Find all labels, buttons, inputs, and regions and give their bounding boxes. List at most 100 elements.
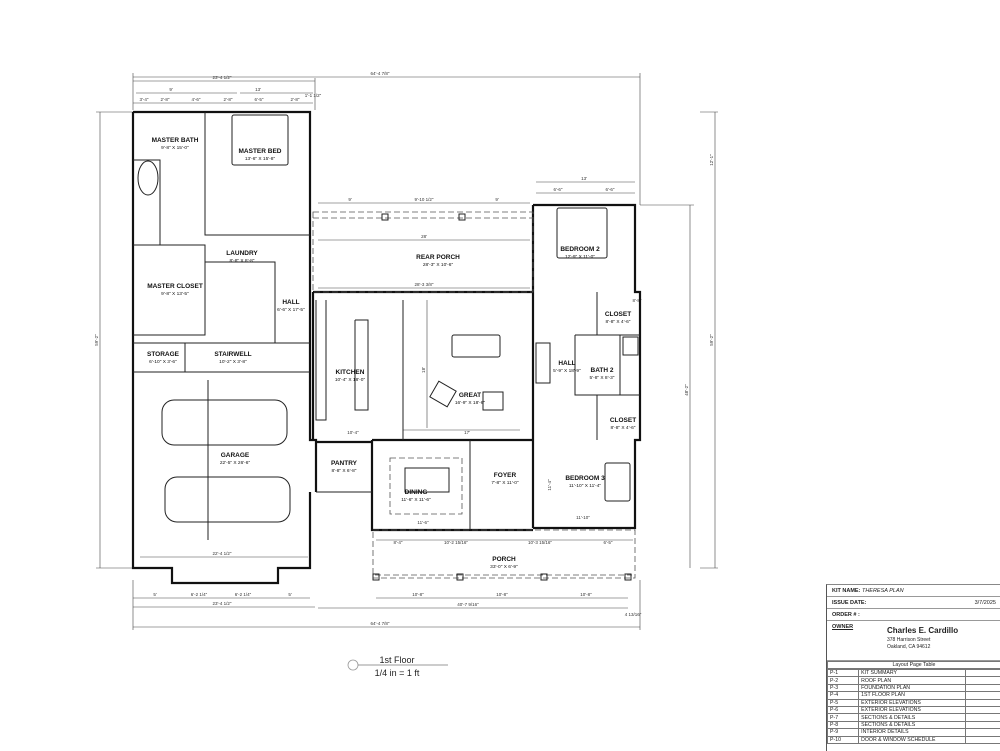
- room-size: 9'-8" X 13'-5": [161, 291, 189, 297]
- page-id: P-4: [828, 692, 859, 699]
- drawing-scale: 1/4 in = 1 ft: [375, 668, 420, 678]
- car-icon: [165, 477, 290, 522]
- room-size: 8'-8" X 4'-6": [606, 319, 631, 325]
- dim: 40'-7 9/16": [457, 602, 479, 607]
- room-name: BEDROOM 3: [565, 475, 605, 482]
- page-id: P-6: [828, 706, 859, 713]
- dim: 6'-5": [255, 97, 264, 102]
- drawing-title: 1st Floor: [379, 655, 414, 665]
- room-size: 10'-2" X 3'-8": [219, 359, 247, 365]
- issue-date-value: 3/7/2025: [975, 600, 996, 606]
- dim: 9': [348, 197, 352, 202]
- owner-street: 378 Harrison Street: [887, 637, 930, 643]
- page-title: ROOF PLAN: [859, 677, 966, 684]
- dim: 2'-8": [291, 97, 300, 102]
- page-note: [966, 736, 1000, 743]
- page-id: P-5: [828, 699, 859, 706]
- room-name: LAUNDRY: [226, 250, 258, 257]
- kit-name-label: KIT NAME:: [832, 588, 860, 594]
- dim: 10'-8": [580, 592, 592, 597]
- page-id: P-8: [828, 721, 859, 728]
- title-block: KIT NAME: THERESA PLAN ISSUE DATE:3/7/20…: [826, 584, 1000, 751]
- dim: 2'-8": [224, 97, 233, 102]
- kit-name-row: KIT NAME: THERESA PLAN: [827, 585, 1000, 597]
- room-size: 5'-8" X 8'-3": [590, 375, 615, 381]
- dim-overall-right: 59'-2": [709, 334, 714, 346]
- page-id: P-9: [828, 729, 859, 736]
- room-name: STAIRWELL: [214, 351, 251, 358]
- callout-circle-icon: [348, 660, 358, 670]
- bed-icon: [605, 463, 630, 501]
- room-name: CLOSET: [610, 417, 636, 424]
- page-note: [966, 721, 1000, 728]
- page-note: [966, 706, 1000, 713]
- dim: 28': [421, 234, 427, 239]
- room-name: GREAT: [459, 392, 481, 399]
- page-title: DOOR & WINDOW SCHEDULE: [859, 736, 966, 743]
- dim: 22'-4 1/2": [213, 551, 232, 556]
- page-title: KIT SUMMARY: [859, 670, 966, 677]
- room-size: 6'-6" X 17'-5": [277, 307, 305, 313]
- room-size: 28'-3" X 10'-6": [423, 262, 454, 268]
- room-size: 6'-10" X 3'-6": [149, 359, 177, 365]
- dim: 9': [495, 197, 499, 202]
- dim: 10'-3 15/16": [528, 540, 552, 545]
- dim-overall-top: 64'-4 7/8": [371, 71, 390, 76]
- page-note: [966, 670, 1000, 677]
- room-size: 8'-8" X 4'-6": [611, 425, 636, 431]
- porch-posts: [373, 214, 631, 580]
- post-icon: [459, 214, 465, 220]
- room-size: 9'-8" X 15'-0": [161, 145, 189, 151]
- car-icon: [162, 400, 287, 445]
- dim: 10'-4": [347, 430, 359, 435]
- room-name: MASTER BED: [239, 148, 282, 155]
- armchair-icon: [430, 381, 456, 407]
- dim: 10'-2 15/16": [444, 540, 468, 545]
- room-size: 16'-9" X 18'-6": [455, 400, 486, 406]
- dim-left-wing-top: 23'-4 1/2": [213, 75, 232, 80]
- page-title: EXTERIOR ELEVATIONS: [859, 706, 966, 713]
- dim: 10'-8": [412, 592, 424, 597]
- page-id: P-10: [828, 736, 859, 743]
- dim: 1'-1 1/2": [305, 93, 322, 98]
- room-name: HALL: [282, 299, 299, 306]
- dimension-lines: [96, 73, 718, 630]
- issue-date-row: ISSUE DATE:3/7/2025: [827, 597, 1000, 609]
- layout-table-title: Layout Page Table: [827, 661, 1000, 669]
- page-note: [966, 699, 1000, 706]
- dim-top-13: 13': [255, 87, 261, 92]
- dim: 18': [421, 367, 426, 373]
- bathtub-icon: [138, 161, 158, 195]
- room-size: 22'-5" X 26'-6": [220, 460, 251, 466]
- walls: [133, 112, 640, 583]
- dim: 11'-6": [417, 520, 429, 525]
- page-id: P-7: [828, 714, 859, 721]
- dim: 4 13/16": [625, 612, 642, 617]
- dim: 9'-10 1/2": [415, 197, 434, 202]
- dim-overall-left: 59'-2": [94, 334, 99, 346]
- owner-name: Charles E. Cardillo: [887, 626, 958, 635]
- page-title: SECTIONS & DETAILS: [859, 714, 966, 721]
- dim: 13': [581, 176, 587, 181]
- page-id: P-1: [828, 670, 859, 677]
- dim: 10'-8": [496, 592, 508, 597]
- page-title: 1ST FLOOR PLAN: [859, 692, 966, 699]
- dim-right-48: 48'-2": [684, 384, 689, 396]
- dim: 8'-4": [394, 540, 403, 545]
- page-note: [966, 714, 1000, 721]
- dim: 5': [153, 592, 157, 597]
- dim-right-12: 12'-1": [709, 154, 714, 166]
- page-title: INTERIOR DETAILS: [859, 729, 966, 736]
- dim: 11'-4": [547, 479, 552, 491]
- room-name: PANTRY: [331, 460, 358, 467]
- dim: 11'-10": [576, 515, 590, 520]
